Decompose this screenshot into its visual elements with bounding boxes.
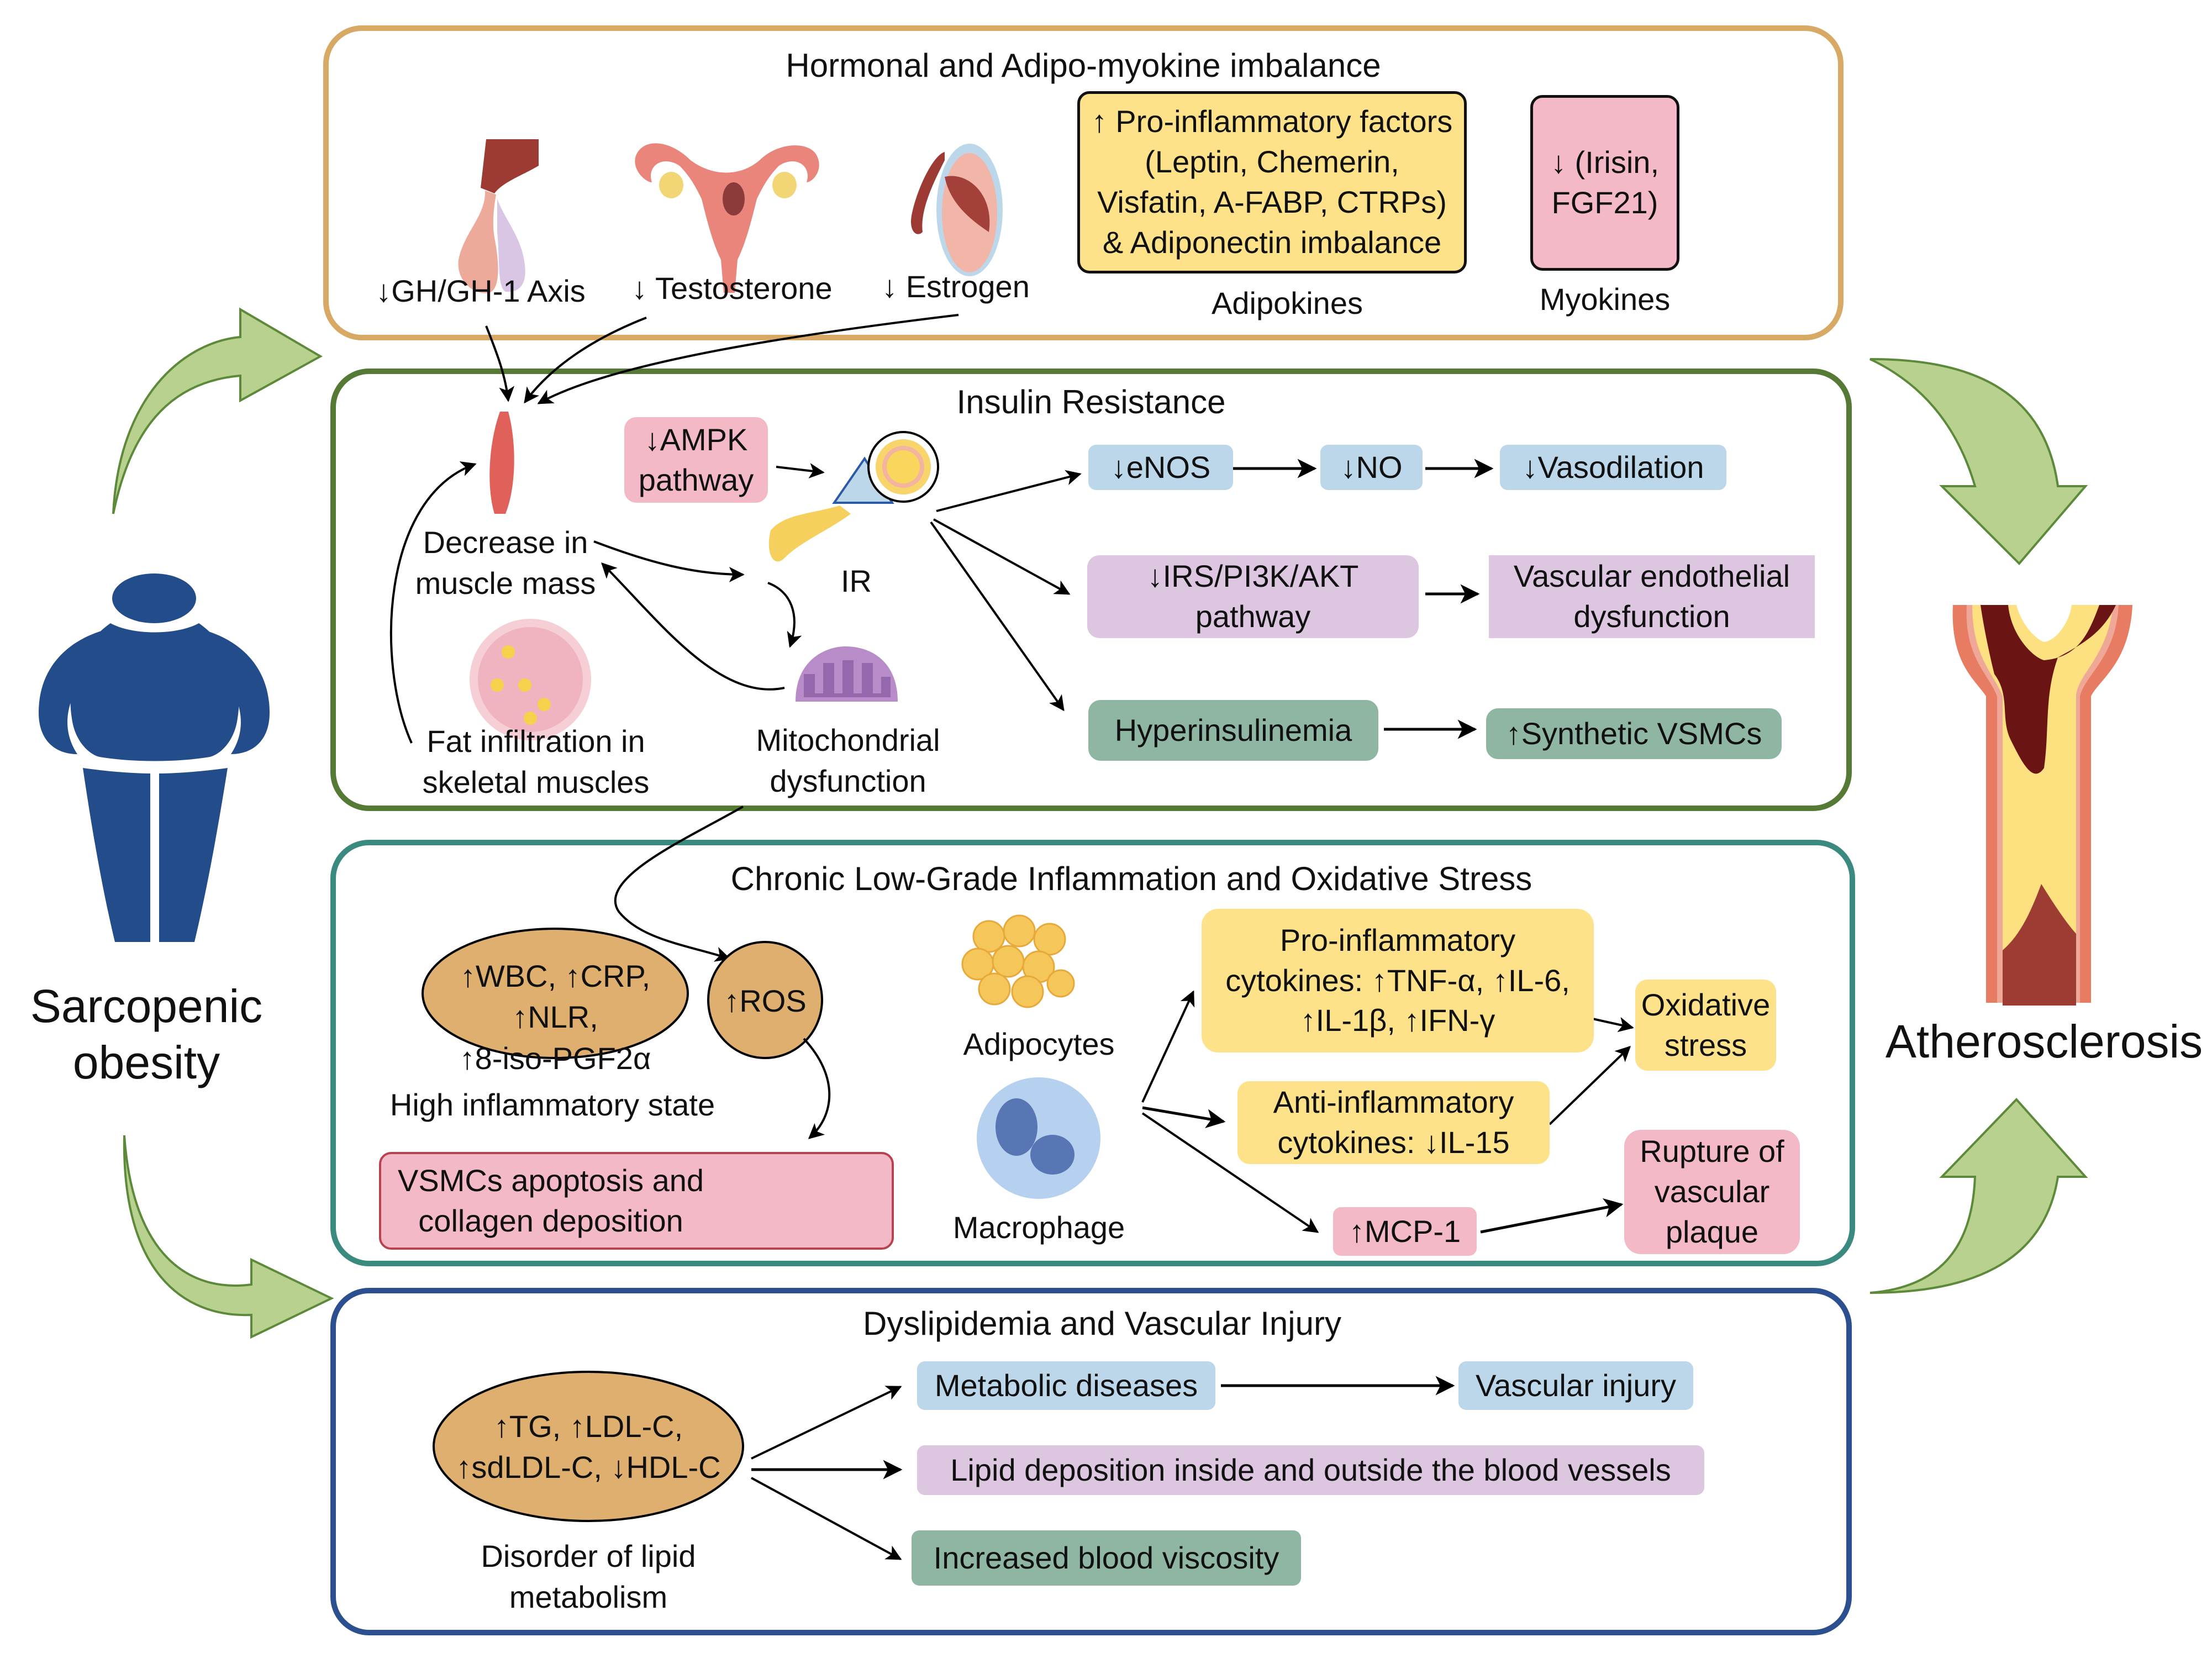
ampk-box: ↓AMPK pathway: [624, 417, 768, 503]
sarcopenic-obesity-line1: Sarcopenic: [30, 980, 263, 1032]
rupture-line: vascular: [1654, 1174, 1770, 1209]
markers-line: ↑8-iso-PGF2α: [459, 1040, 651, 1076]
myokines-label: Myokines: [1539, 282, 1671, 317]
oxidative-line: Oxidative: [1641, 987, 1771, 1022]
markers-line: ↑WBC, ↑CRP, ↑NLR,: [460, 959, 651, 1035]
panel-title-hormonal: Hormonal and Adipo-myokine imbalance: [786, 47, 1381, 84]
vsmc-line: VSMCs apoptosis and: [398, 1162, 704, 1198]
adipokines-line: Visfatin, A-FABP, CTRPs): [1097, 185, 1447, 219]
testosterone-label: ↓ Testosterone: [631, 271, 833, 306]
muscle-label-line: muscle mass: [415, 566, 596, 601]
irs-pathway-box: ↓IRS/PI3K/AKT pathway: [1087, 555, 1419, 638]
lipid-markers-text: ↑TG, ↑LDL-C, ↑sdLDL-C, ↓HDL-C: [436, 1406, 740, 1488]
muscle-mass-label: Decrease in muscle mass: [387, 522, 624, 604]
pro-cytokines-line: Pro-inflammatory: [1279, 922, 1516, 957]
anti-inflammatory-cytokines-box: Anti-inflammatory cytokines: ↓IL-15: [1237, 1081, 1550, 1164]
fat-label-line: Fat infiltration in: [426, 724, 645, 759]
pro-cytokines-line: ↑IL-1β, ↑IFN-γ: [1300, 1003, 1495, 1038]
anti-cytokines-line: Anti-inflammatory: [1273, 1085, 1514, 1120]
high-inflammatory-state-label: High inflammatory state: [389, 1087, 715, 1122]
flow-arrow-left-bottom: [123, 1135, 334, 1339]
sarcopenic-obesity-label: Sarcopenic obesity: [11, 978, 282, 1091]
lipid-label-line: metabolism: [509, 1580, 668, 1615]
endothelial-line: dysfunction: [1573, 599, 1730, 634]
endothelial-dysfunction-box: Vascular endothelial dysfunction: [1489, 555, 1815, 638]
panel-title-dyslipidemia: Dyslipidemia and Vascular Injury: [863, 1305, 1341, 1342]
hyperinsulinemia-box: Hyperinsulinemia: [1088, 700, 1378, 761]
sarcopenic-obesity-line2: obesity: [72, 1036, 220, 1089]
fat-infiltration-label: Fat infiltration in skeletal muscles: [398, 721, 674, 803]
myokines-line: FGF21): [1551, 185, 1658, 220]
adipokines-label: Adipokines: [1212, 286, 1363, 320]
irs-line: pathway: [1195, 599, 1311, 634]
panel-title-insulin: Insulin Resistance: [956, 383, 1226, 420]
adipokines-line: (Leptin, Chemerin,: [1145, 144, 1399, 180]
vsmc-line: collagen deposition: [418, 1203, 683, 1238]
estrogen-label: ↓ Estrogen: [882, 269, 1030, 304]
flow-arrow-left-top: [112, 307, 323, 514]
lipids-line: ↑TG, ↑LDL-C,: [493, 1409, 683, 1444]
mito-label-line: Mitochondrial: [756, 723, 940, 757]
synthetic-vsmcs-box: ↑Synthetic VSMCs: [1486, 708, 1782, 759]
myokines-line: ↓ (Irisin,: [1551, 145, 1659, 180]
oxidative-line: stress: [1664, 1027, 1747, 1062]
adipocytes-label: Adipocytes: [963, 1027, 1115, 1061]
metabolic-diseases-box: Metabolic diseases: [917, 1361, 1215, 1410]
adipokines-line: ↑ Pro-inflammatory factors: [1091, 104, 1453, 139]
panel-title-inflammation: Chronic Low-Grade Inflammation and Oxida…: [730, 860, 1532, 897]
vasodilation-box: ↓Vasodilation: [1500, 445, 1726, 490]
flow-arrow-right-bottom: [1869, 1098, 2088, 1294]
lipid-disorder-label: Disorder of lipid metabolism: [442, 1536, 735, 1618]
atherosclerosis-label: Atherosclerosis: [1885, 1015, 2203, 1067]
lipid-label-line: Disorder of lipid: [481, 1539, 696, 1573]
ir-label: IR: [841, 564, 872, 598]
myokines-box: ↓ (Irisin, FGF21): [1530, 95, 1679, 271]
ampk-line: pathway: [638, 462, 754, 497]
mito-label-line: dysfunction: [770, 764, 926, 799]
inflammatory-markers-text: ↑WBC, ↑CRP, ↑NLR, ↑8-iso-PGF2α: [425, 956, 685, 1079]
oxidative-stress-box: Oxidative stress: [1635, 980, 1776, 1071]
ampk-line: ↓AMPK: [644, 422, 748, 457]
rupture-line: Rupture of: [1640, 1134, 1784, 1169]
pro-inflammatory-cytokines-box: Pro-inflammatory cytokines: ↑TNF-α, ↑IL-…: [1202, 909, 1594, 1052]
muscle-label-line: Decrease in: [423, 525, 588, 560]
mcp1-box: ↑MCP-1: [1333, 1207, 1477, 1256]
lipid-deposition-box: Lipid deposition inside and outside the …: [917, 1445, 1704, 1495]
macrophage-label: Macrophage: [952, 1210, 1125, 1245]
rupture-line: plaque: [1665, 1214, 1759, 1249]
fat-label-line: skeletal muscles: [422, 765, 650, 800]
lipids-line: ↑sdLDL-C, ↓HDL-C: [456, 1450, 721, 1485]
pro-cytokines-line: cytokines: ↑TNF-α, ↑IL-6,: [1225, 962, 1570, 998]
mitochondrial-dysfunction-label: Mitochondrial dysfunction: [718, 720, 978, 802]
obese-person-icon: [39, 573, 270, 942]
plaque-rupture-box: Rupture of vascular plaque: [1624, 1130, 1800, 1254]
adipokines-box: ↑ Pro-inflammatory factors (Leptin, Chem…: [1077, 91, 1467, 273]
ros-text: ↑ROS: [724, 983, 807, 1018]
vascular-injury-box: Vascular injury: [1458, 1361, 1693, 1410]
gh-axis-label: ↓GH/GH-1 Axis: [376, 273, 586, 308]
no-box: ↓NO: [1320, 445, 1423, 490]
anti-cytokines-line: cytokines: ↓IL-15: [1277, 1125, 1510, 1160]
flow-arrow-right-top: [1869, 358, 2088, 565]
atherosclerotic-artery-icon: [1952, 605, 2132, 1006]
blood-viscosity-box: Increased blood viscosity: [912, 1530, 1301, 1586]
enos-box: ↓eNOS: [1088, 445, 1233, 490]
endothelial-line: Vascular endothelial: [1513, 559, 1790, 594]
irs-line: ↓IRS/PI3K/AKT: [1147, 559, 1359, 594]
adipokines-line: & Adiponectin imbalance: [1102, 224, 1442, 260]
vsmc-apoptosis-box: VSMCs apoptosis and collagen deposition: [379, 1152, 894, 1250]
